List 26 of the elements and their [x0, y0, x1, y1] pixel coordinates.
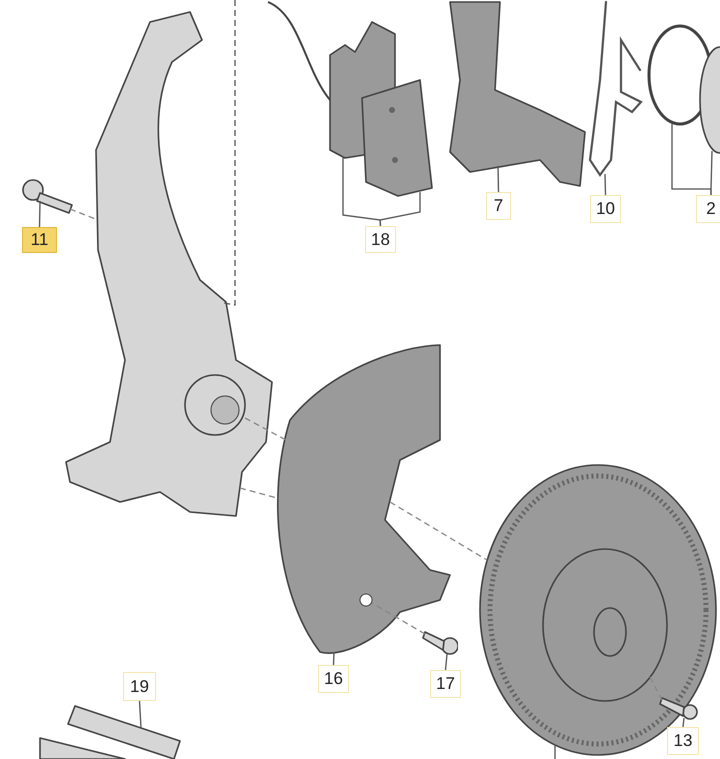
bolt-drawing [20, 176, 75, 216]
callout-number: 13 [667, 727, 699, 755]
callout-number: 7 [486, 192, 511, 220]
callout-number: 2 [696, 195, 720, 223]
leader-line [604, 174, 606, 196]
leader-line [38, 200, 41, 228]
callout-number: 16 [318, 665, 349, 693]
dashed-line [372, 602, 426, 635]
leader-line [379, 192, 421, 226]
leader-line [497, 166, 500, 192]
leader-line [138, 700, 142, 728]
leader-line [444, 654, 448, 670]
callout-number: 10 [590, 195, 621, 223]
leader-line [710, 150, 713, 195]
dashed-line [240, 487, 278, 499]
leader-line [682, 718, 685, 728]
callout-number: 17 [430, 670, 461, 698]
dashed-line [649, 676, 663, 700]
callout-number: 19 [123, 672, 156, 701]
callout-number: 18 [365, 226, 396, 253]
callout-number: 11 [22, 227, 57, 253]
dashed-line [390, 501, 488, 561]
leader-line [554, 745, 556, 759]
leader-line [332, 652, 335, 666]
dashed-line [224, 0, 236, 306]
dashed-line [244, 417, 286, 441]
